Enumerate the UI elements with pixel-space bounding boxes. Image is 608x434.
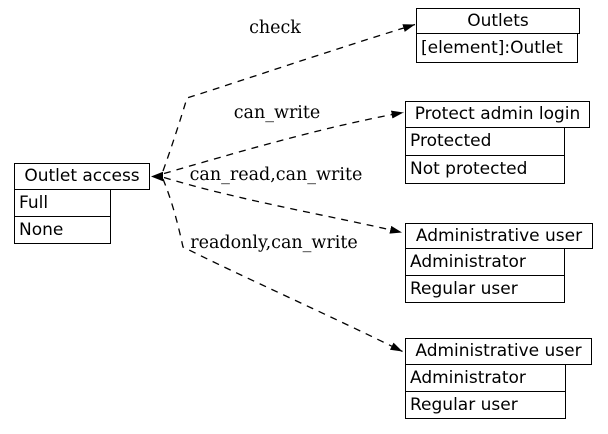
node-header-admin-user-top: Administrative user [405, 223, 593, 249]
node-row-regular-user-bottom: Regular user [405, 391, 566, 419]
edge-label-can-read-can-write: can_read,can_write [189, 165, 363, 185]
edge-check-line [162, 23, 416, 172]
node-row-full: Full [14, 189, 111, 217]
edge-label-readonly-can-write: readonly,can_write [190, 233, 358, 253]
node-header-protect-admin-login: Protect admin login [405, 101, 590, 128]
node-header-admin-user-bottom: Administrative user [405, 338, 592, 365]
node-row-element-outlet: [element]:Outlet [416, 33, 578, 63]
node-row-regular-user-top: Regular user [405, 275, 565, 303]
node-row-protected: Protected [405, 127, 565, 156]
node-row-administrator-bottom: Administrator [405, 364, 566, 392]
node-header-outlets: Outlets [416, 8, 580, 34]
node-row-administrator-top: Administrator [405, 248, 565, 276]
edge-label-can-write: can_write [233, 103, 321, 123]
node-row-not-protected: Not protected [405, 155, 565, 184]
edge-can-read-can-write-line [163, 176, 403, 234]
edge-can-write-line [163, 110, 404, 175]
left-arrowhead [151, 171, 163, 182]
edge-label-check: check [249, 18, 301, 38]
node-header-outlet-access: Outlet access [14, 163, 150, 190]
edge-readonly-can-write-line [162, 178, 403, 353]
node-row-none: None [14, 216, 111, 244]
